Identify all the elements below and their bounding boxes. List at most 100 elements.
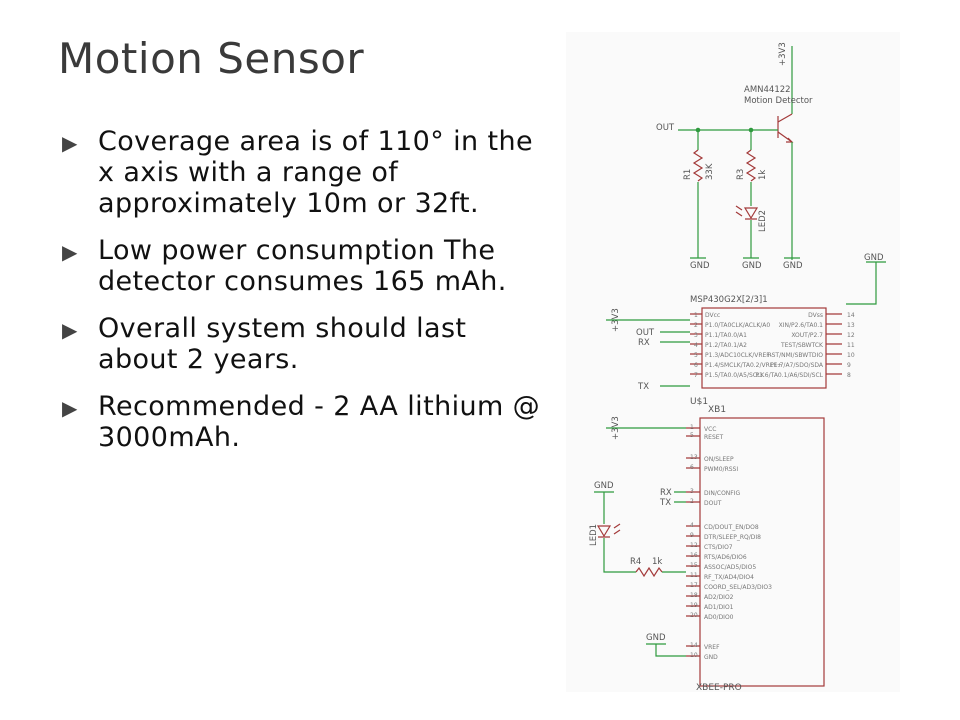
sensor-out-label: OUT (656, 123, 675, 133)
mcu-net-rx: RX (638, 338, 650, 348)
pin-name: DVcc (705, 312, 720, 319)
pin-name: XOUT/P2.7 (791, 332, 823, 339)
xbee-pin-name: RF_TX/AD4/DIO4 (704, 574, 754, 581)
schematic-svg: +3V3 AMN44122 Motion Detector OUT R1 33K… (589, 42, 886, 692)
mcu-net-wires (660, 331, 690, 387)
xbee-pin-name: RTS/AD6/DIO6 (704, 554, 747, 561)
xbee-pin-name: ASSOC/AD5/DIO5 (704, 564, 756, 571)
pin-name: XIN/P2.6/TA0.1 (779, 322, 824, 329)
transistor-legs (777, 113, 793, 143)
xbee-pin-name: CD/DOUT_EN/DO8 (704, 524, 759, 531)
pin-name: P1.6/TA0.1/A6/SDI/SCL (755, 372, 823, 379)
bullet-arrow-icon: ▶ (62, 131, 78, 155)
mcu-pin-numbers-right: 14 13 12 11 10 9 8 (847, 312, 855, 379)
bullet-text: Low power consumption The detector consu… (98, 235, 507, 297)
xbee-pin-name: AD2/DIO2 (704, 594, 734, 601)
bullet-text: Overall system should last about 2 years… (98, 313, 467, 375)
led1-label: LED1 (589, 524, 599, 546)
r1-value: 33K (705, 163, 715, 180)
led1-emit-icon (613, 523, 621, 535)
mcu-gnd-wire (846, 261, 886, 305)
xbee-pin-number: 12 (690, 542, 698, 549)
xbee-pin-name: VREF (704, 644, 720, 651)
mcu-net-out: OUT (636, 328, 655, 338)
xbee-net-tx: TX (659, 498, 671, 508)
bullet-arrow-icon: ▶ (62, 240, 78, 264)
r4-ref: R4 (630, 557, 641, 567)
led1-wire (603, 538, 686, 573)
pin-name: P1.5/TA0.0/A5/SCLK (705, 372, 765, 379)
pin-number: 8 (847, 372, 851, 379)
mcu-pin-names-left: DVcc P1.0/TA0CLK/ACLK/A0 P1.1/TA0.0/A1 P… (705, 312, 782, 379)
led1-diode-icon (596, 525, 612, 538)
pin-number: 10 (847, 352, 855, 359)
bullet-arrow-icon: ▶ (62, 396, 78, 420)
xbee-pin-number: 13 (690, 454, 698, 461)
xbee-pin-number: 17 (690, 582, 698, 589)
xbee-gnd-wire (646, 643, 686, 657)
xbee-pin-name: RESET (704, 434, 724, 441)
xbee-pin-number: 14 (690, 642, 698, 649)
junction-dot (695, 127, 701, 133)
xbee-pin-name: AD1/DIO1 (704, 604, 734, 611)
sensor-desc-label: Motion Detector (744, 96, 813, 106)
bullet-item: ▶ Overall system should last about 2 year… (62, 313, 542, 375)
pin-number: 13 (847, 322, 855, 329)
bullet-arrow-icon: ▶ (62, 318, 78, 342)
pin-number: 11 (847, 342, 855, 349)
led2-label: LED2 (758, 210, 768, 232)
xbee-pin-number: 9 (690, 532, 694, 539)
bullet-item: ▶ Coverage area is of 110° in the x axis … (62, 126, 542, 219)
xbee-pin-number: 5 (690, 432, 694, 439)
xbee-pin-number: 19 (690, 602, 698, 609)
slide-title: Motion Sensor (58, 34, 365, 83)
pin-number: 12 (847, 332, 855, 339)
pin-number: 9 (847, 362, 851, 369)
led2-emit-icon (735, 205, 743, 217)
pin-name: P1.1/TA0.0/A1 (705, 332, 747, 339)
pin-number: 2 (694, 322, 698, 329)
xbee-pin-name: COORD_SEL/AD3/DIO3 (704, 584, 772, 591)
r1-ref: R1 (683, 169, 693, 180)
mcu-left-pins (690, 313, 702, 375)
gnd-label-sensor: GND (783, 261, 803, 271)
bullet-item: ▶ Low power consumption The detector cons… (62, 235, 542, 297)
mcu-ref: U$1 (690, 397, 708, 407)
mcu-body (701, 307, 827, 389)
pin-number: 5 (694, 352, 698, 359)
pin-number: 6 (694, 362, 698, 369)
led2-diode-icon (743, 207, 759, 220)
mcu-right-pins (826, 313, 842, 375)
xbee-net-rx: RX (660, 488, 672, 498)
pin-name: DVss (808, 312, 823, 319)
mcu-net-tx: TX (637, 382, 649, 392)
xbee-pin-number: 4 (690, 522, 694, 529)
led1-gnd-wire (594, 491, 614, 524)
r1-resistor (692, 149, 704, 182)
mcu-pin-numbers-left: 1 2 3 4 5 6 7 (694, 312, 698, 379)
gnd-label-mcu: GND (864, 253, 884, 263)
pin-name: P1.2/TA0.1/A2 (705, 342, 747, 349)
bullet-list: ▶ Coverage area is of 110° in the x axis … (62, 126, 542, 469)
r4-value: 1k (652, 557, 662, 567)
xbee-pin-number: 1 (690, 424, 694, 431)
xbee-pin-name: DIN/CONFIG (704, 490, 741, 497)
r3-ref: R3 (736, 169, 746, 180)
pin-number: 1 (694, 312, 698, 319)
xbee-pin-number: 10 (690, 652, 698, 659)
bullet-text: Coverage area is of 110° in the x axis w… (98, 126, 534, 219)
xbee-pin-number: 18 (690, 592, 698, 599)
pin-name: P1.4/SMCLK/TA0.2/VREF+ (705, 362, 782, 369)
r4-resistor (635, 566, 663, 578)
xbee-pins (686, 427, 700, 657)
pin-number: 14 (847, 312, 855, 319)
xbee-pin-name: CTS/DIO7 (704, 544, 733, 551)
xbee-net-wires (674, 491, 686, 503)
pin-name: TEST/SBWTCK (780, 342, 824, 349)
xbee-pin-number: 3 (690, 488, 694, 495)
r3-value: 1k (758, 170, 768, 180)
xbee-part: XBEE-PRO (696, 683, 742, 692)
xbee-pin-number: 11 (690, 572, 698, 579)
xbee-pin-name: VCC (704, 426, 716, 433)
